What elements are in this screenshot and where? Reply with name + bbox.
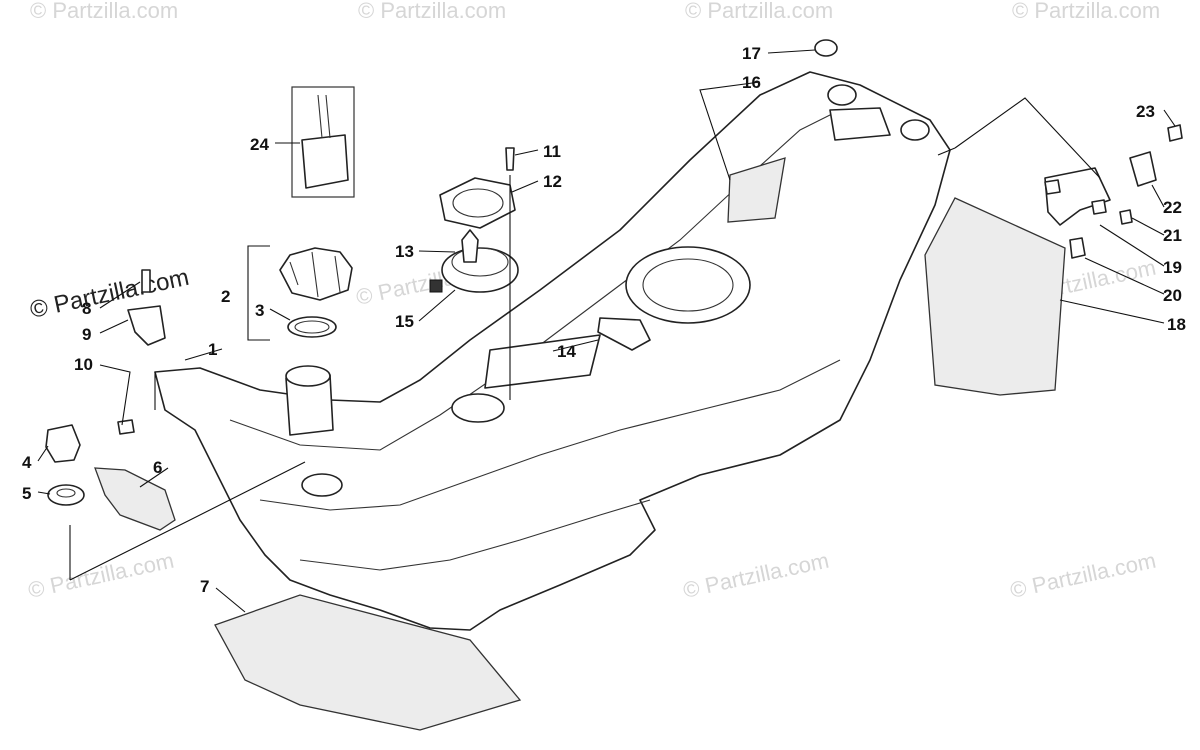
screw-part-11 — [505, 147, 515, 171]
bolt-part-23 — [1167, 124, 1183, 142]
callout-4: 4 — [22, 453, 32, 472]
float-wires — [317, 94, 331, 139]
clamp-part-10 — [117, 419, 135, 435]
pump-opening-ring — [642, 258, 734, 312]
callout-24: 24 — [250, 135, 269, 154]
watermark-text: © Partzilla.com — [358, 0, 506, 23]
callout-22: 22 — [1163, 198, 1182, 217]
vent-port — [827, 84, 857, 106]
label-area-14 — [484, 334, 601, 389]
watermark-text: © Partzilla.com — [1008, 548, 1158, 603]
pump-opening — [625, 246, 751, 324]
callout-8: 8 — [82, 299, 91, 318]
clip-part-9 — [127, 305, 166, 346]
bracket-part-19 — [1044, 167, 1111, 226]
callout-14: 14 — [557, 342, 576, 361]
cap-grip-ribs — [289, 251, 341, 298]
gasket-part-3 — [287, 316, 337, 338]
sender-tube-part-13 — [461, 229, 479, 263]
callout-20: 20 — [1163, 286, 1182, 305]
callout-6: 6 — [153, 458, 162, 477]
vent-port — [900, 119, 930, 141]
watermark-text: © Partzilla.com — [26, 548, 176, 603]
leader-lines — [37, 49, 1176, 613]
foam-block-part-18 — [924, 197, 1066, 396]
screw-head — [1044, 179, 1061, 195]
fitting-part-4 — [45, 424, 81, 463]
plug-part-17 — [814, 39, 838, 57]
callout-2: 2 — [221, 287, 230, 306]
watermark-text: © Partzilla.com — [685, 0, 833, 23]
callout-7: 7 — [200, 577, 209, 596]
callout-19: 19 — [1163, 258, 1182, 277]
vent-plate — [829, 107, 891, 141]
tank-contour — [299, 499, 651, 571]
callout-10: 10 — [74, 355, 93, 374]
harness-connector — [597, 317, 651, 351]
sender-ring — [451, 247, 509, 277]
callout-15: 15 — [395, 312, 414, 331]
clamp-part-22 — [1129, 151, 1157, 187]
callout-11: 11 — [543, 142, 561, 161]
watermark-text: © Partzilla.com — [30, 0, 178, 23]
watermark-text: © Partzilla.com — [1012, 0, 1160, 23]
callout-5: 5 — [22, 484, 31, 503]
label-area-16 — [727, 157, 786, 223]
grommet-part-5 — [47, 484, 85, 506]
filler-neck-top — [285, 365, 331, 387]
connector — [429, 279, 443, 293]
screw-part-21 — [1119, 209, 1133, 225]
callout-21: 21 — [1163, 226, 1182, 245]
screw-head — [1091, 199, 1107, 215]
callout-9: 9 — [82, 325, 91, 344]
grommet-inner — [56, 488, 76, 498]
gasket-part-12 — [439, 177, 516, 229]
tank-contour — [229, 109, 841, 451]
callout-23: 23 — [1136, 102, 1155, 121]
callout-3: 3 — [255, 301, 264, 320]
tank-contour — [259, 359, 841, 511]
sender-mount — [451, 393, 505, 423]
callout-17: 17 — [742, 44, 761, 63]
gasket-inner — [294, 320, 330, 334]
sender-part-15 — [441, 247, 519, 293]
callout-1: 1 — [208, 340, 217, 359]
fuel-cap-part-2 — [279, 247, 353, 301]
gasket-12-inner — [452, 188, 504, 218]
clip-part-20 — [1069, 237, 1086, 259]
callout-labels: 1 2 3 4 5 6 7 8 9 10 11 12 13 14 15 16 1… — [22, 44, 1186, 596]
float-assembly-part-24 — [301, 134, 349, 189]
partzilla-watermark: © Partzilla.com — [28, 264, 192, 324]
callout-13: 13 — [395, 242, 414, 261]
watermark-text: © Partzilla.com — [681, 548, 831, 603]
drain-boss — [301, 473, 343, 497]
callout-18: 18 — [1167, 315, 1186, 334]
callout-12: 12 — [543, 172, 562, 191]
skid-shield-part-7 — [214, 594, 522, 731]
callout-16: 16 — [742, 73, 761, 92]
bracket-2 — [247, 245, 270, 341]
bolt-part-8 — [141, 269, 151, 293]
heat-shield-part-6 — [94, 467, 176, 531]
